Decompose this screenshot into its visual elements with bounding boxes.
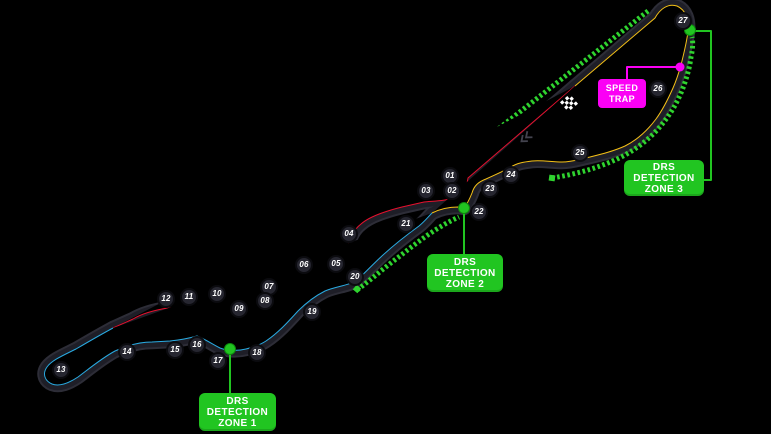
- drs-detection-point-2: [458, 202, 470, 214]
- corner-marker-18: 18: [248, 344, 266, 362]
- corner-marker-13: 13: [52, 361, 70, 379]
- sector-2-line: [44, 212, 433, 386]
- drs-zone-3-connector: [690, 30, 712, 181]
- drs-detection-point-1: [224, 343, 236, 355]
- corner-marker-02: 02: [443, 182, 461, 200]
- drs-detection-zone-3-label: DRS DETECTION ZONE 3: [624, 160, 704, 196]
- corner-marker-12: 12: [157, 290, 175, 308]
- corner-marker-11: 11: [180, 288, 198, 306]
- corner-marker-10: 10: [208, 285, 226, 303]
- speed-trap-label: SPEED TRAP: [598, 79, 646, 108]
- direction-chevrons-icon: [520, 130, 533, 143]
- start-finish-flag-icon: [559, 96, 579, 110]
- corner-marker-24: 24: [502, 166, 520, 184]
- corner-marker-09: 09: [230, 300, 248, 318]
- corner-marker-14: 14: [118, 343, 136, 361]
- corner-marker-05: 05: [327, 255, 345, 273]
- corner-marker-19: 19: [303, 303, 321, 321]
- corner-marker-22: 22: [470, 203, 488, 221]
- drs-zone-1-dash: [355, 214, 460, 293]
- corner-marker-15: 15: [166, 341, 184, 359]
- corner-marker-20: 20: [346, 268, 364, 286]
- corner-marker-17: 17: [209, 352, 227, 370]
- drs-zone-2-dash: [551, 36, 696, 181]
- speed-trap-point: [675, 62, 685, 72]
- corner-marker-04: 04: [340, 225, 358, 243]
- corner-marker-08: 08: [256, 292, 274, 310]
- corner-marker-21: 21: [397, 215, 415, 233]
- corner-marker-03: 03: [417, 182, 435, 200]
- corner-marker-06: 06: [295, 256, 313, 274]
- corner-marker-16: 16: [188, 336, 206, 354]
- corner-marker-23: 23: [481, 180, 499, 198]
- corner-marker-26: 26: [649, 80, 667, 98]
- corner-marker-27: 27: [674, 12, 692, 30]
- drs-detection-zone-2-label: DRS DETECTION ZONE 2: [427, 254, 503, 292]
- corner-marker-25: 25: [571, 144, 589, 162]
- speed-trap-connector: [626, 66, 680, 80]
- drs-detection-zone-1-label: DRS DETECTION ZONE 1: [199, 393, 276, 431]
- drs-connectors: [229, 30, 712, 394]
